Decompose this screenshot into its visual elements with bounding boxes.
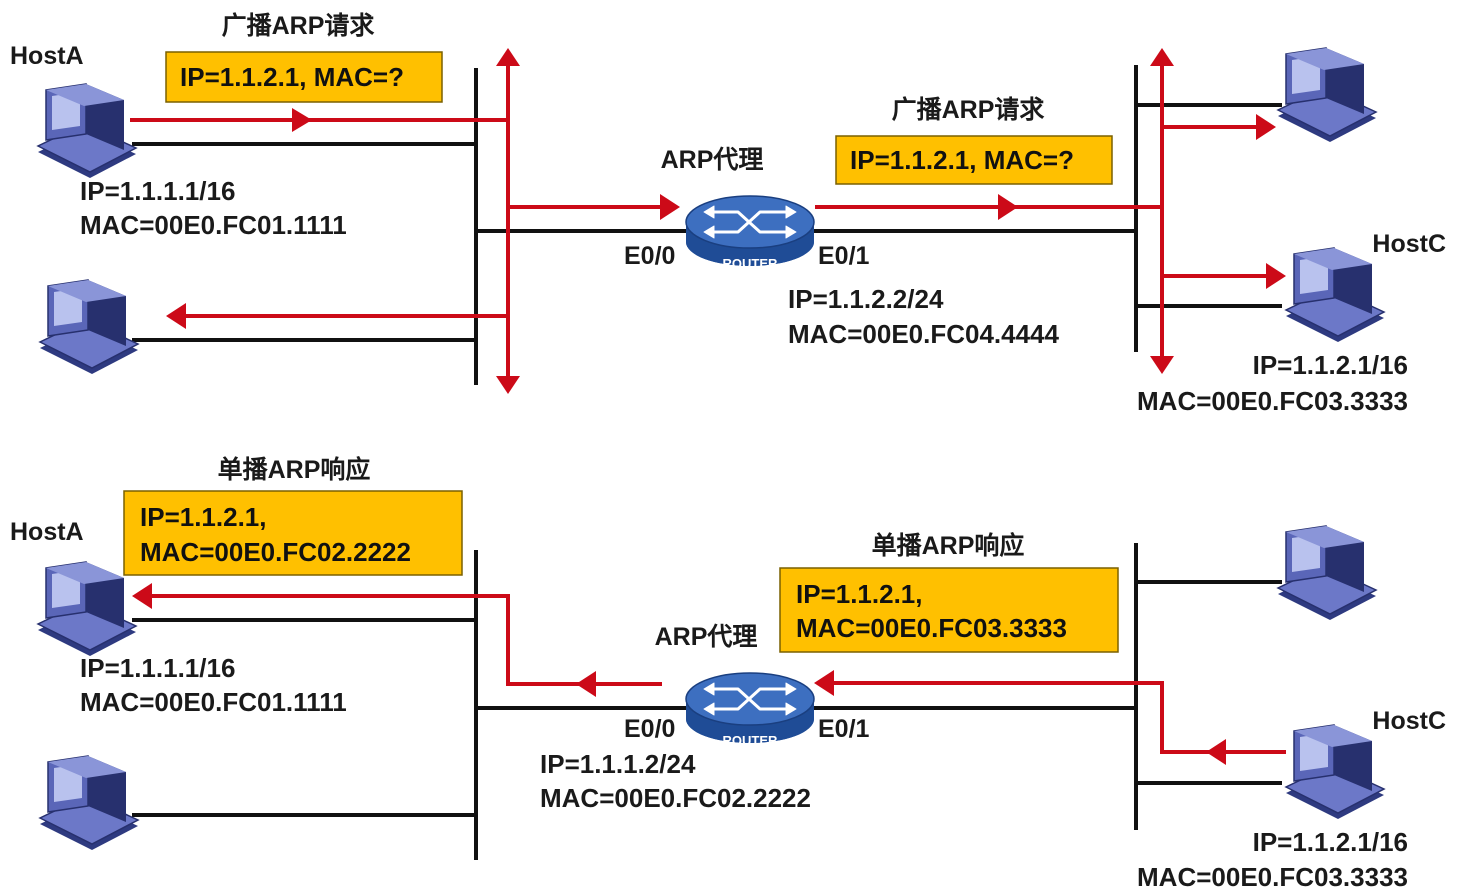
top-broadcast-label-right: 广播ARP请求	[892, 95, 1045, 124]
bottom-hostc-pc-icon	[1285, 724, 1385, 820]
bottom-reply-box-left	[123, 490, 463, 576]
bottom-reply-left-line2: MAC=00E0.FC02.2222	[140, 537, 411, 567]
bottom-pc-icon	[39, 755, 139, 851]
bottom-router-port-left: E0/0	[624, 715, 675, 743]
bottom-reply-right-line1: IP=1.1.2.1,	[796, 579, 922, 609]
bottom-hosta-mac: MAC=00E0.FC01.1111	[80, 687, 347, 717]
bottom-section: ROUTER IP=1.1.2.1, MAC=00E0.FC02.2222 IP…	[10, 455, 1446, 892]
top-broadcast-label-left: 广播ARP请求	[222, 11, 375, 40]
top-hostc-name: HostC	[1372, 230, 1446, 258]
top-router-badge: ROUTER	[723, 256, 779, 271]
bottom-hostc-name: HostC	[1372, 707, 1446, 735]
bottom-hostc-mac: MAC=00E0.FC03.3333	[1137, 862, 1408, 892]
top-request-box-left	[165, 51, 443, 103]
bottom-router-mac: MAC=00E0.FC02.2222	[540, 783, 811, 813]
bottom-hosta-ip: IP=1.1.1.1/16	[80, 653, 235, 683]
top-router-port-right: E0/1	[818, 242, 870, 270]
top-hosta-mac: MAC=00E0.FC01.1111	[80, 210, 347, 240]
top-request-text-left: IP=1.1.2.1, MAC=?	[180, 62, 404, 92]
bottom-wires	[132, 543, 1282, 860]
top-router-ip: IP=1.1.2.2/24	[788, 284, 944, 314]
top-router-title: ARP代理	[661, 146, 764, 174]
bottom-reply-right-line2: MAC=00E0.FC03.3333	[796, 613, 1067, 643]
top-hosta-ip: IP=1.1.1.1/16	[80, 176, 235, 206]
bottom-unicast-label-right: 单播ARP响应	[872, 531, 1025, 560]
top-hostc-mac: MAC=00E0.FC03.3333	[1137, 386, 1408, 416]
top-router-port-left: E0/0	[624, 242, 675, 270]
top-hostc-ip: IP=1.1.2.1/16	[1253, 350, 1408, 380]
top-request-box-right	[835, 135, 1113, 185]
bottom-hosta-pc-icon	[37, 561, 137, 657]
bottom-hosta-name: HostA	[10, 518, 84, 546]
top-hostc-pc-icon	[1285, 247, 1385, 343]
bottom-reply-left-line1: IP=1.1.2.1,	[140, 502, 266, 532]
bottom-hostc-ip: IP=1.1.2.1/16	[1253, 827, 1408, 857]
bottom-reply-box-right	[779, 567, 1119, 653]
top-pc-icon	[39, 279, 139, 375]
bottom-router-badge: ROUTER	[723, 733, 779, 748]
bottom-router-title: ARP代理	[655, 623, 758, 651]
top-hosta-pc-icon	[37, 83, 137, 179]
bottom-unicast-label-left: 单播ARP响应	[218, 455, 371, 484]
top-section: ROUTER IP=1.1.2.1, MAC=? IP=1.1.2.1, MAC…	[10, 11, 1446, 416]
bottom-unicast-arrows	[132, 583, 1286, 765]
top-hosta-name: HostA	[10, 42, 84, 70]
top-right-pc-icon	[1277, 47, 1377, 143]
top-broadcast-arrows	[130, 48, 1286, 394]
bottom-router-port-right: E0/1	[818, 715, 870, 743]
top-router-mac: MAC=00E0.FC04.4444	[788, 319, 1060, 349]
bottom-right-pc-icon	[1277, 525, 1377, 621]
bottom-router-ip: IP=1.1.1.2/24	[540, 749, 696, 779]
top-request-text-right: IP=1.1.2.1, MAC=?	[850, 145, 1074, 175]
